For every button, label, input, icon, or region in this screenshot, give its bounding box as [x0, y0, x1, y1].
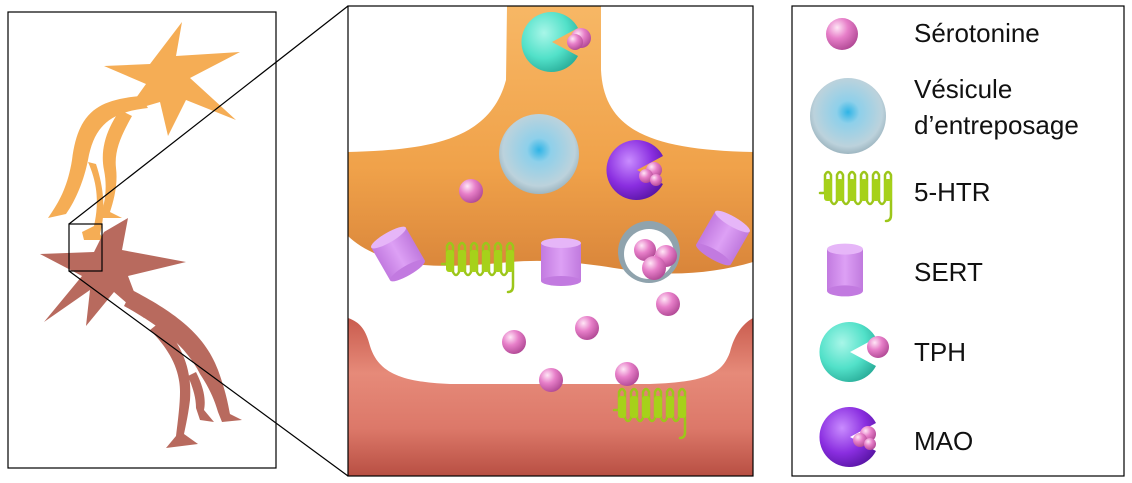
serotonin-molecule — [539, 368, 563, 392]
sert-transporter — [541, 238, 581, 286]
synapse-detail-panel — [348, 6, 753, 476]
legend-label-5-htr: 5-HTR — [914, 177, 991, 208]
serotonin-icon — [826, 18, 858, 50]
legend-label-tph: TPH — [914, 337, 966, 368]
legend-label-serotonin: Sérotonine — [914, 18, 1040, 49]
legend-label-vesicle-line1: Vésicule — [914, 74, 1012, 105]
serotonin-molecule — [615, 362, 639, 386]
vesicle-icon — [810, 78, 886, 154]
neurons-overview-panel — [8, 12, 276, 468]
serotonin-molecule — [459, 179, 483, 203]
releasing-vesicle — [618, 221, 680, 283]
storage-vesicle — [499, 114, 579, 194]
serotonin-molecule — [656, 292, 680, 316]
sert-transporter-icon — [827, 244, 863, 297]
serotonin-molecule — [502, 330, 526, 354]
legend-label-sert: SERT — [914, 257, 983, 288]
legend-label-vesicle-line2: d’entreposage — [914, 110, 1079, 141]
serotonin-molecule — [575, 316, 599, 340]
legend-label-mao: MAO — [914, 426, 973, 457]
